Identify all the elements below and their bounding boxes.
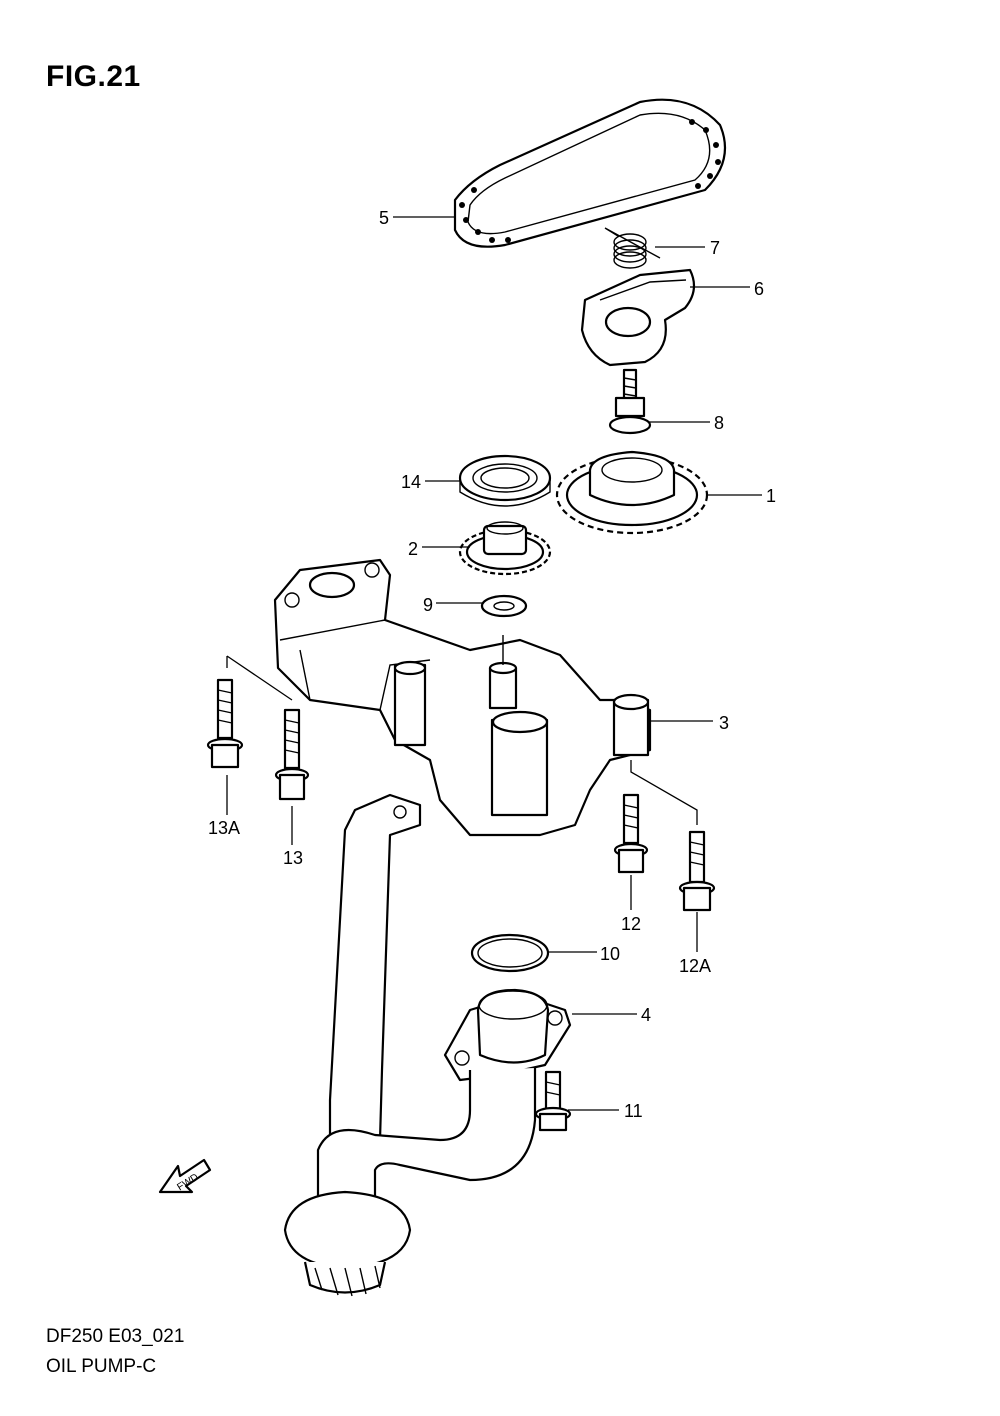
callout-14: 14 (401, 472, 422, 492)
bolt-12 (613, 793, 649, 874)
callout-6: 6 (754, 279, 765, 299)
oil-pump-body (273, 558, 652, 837)
o-ring (470, 933, 550, 973)
bolt-13 (274, 708, 310, 801)
callout-11: 11 (624, 1101, 643, 1121)
callout-8: 8 (714, 413, 725, 433)
bolt-12a (678, 830, 716, 912)
callout-1: 1 (766, 486, 777, 506)
bearing (458, 454, 552, 507)
fwd-arrow-icon: FWD (158, 1158, 212, 1193)
bolt-13a (206, 678, 244, 769)
callout-12: 12 (621, 914, 642, 934)
callout-12A: 12A (679, 956, 712, 976)
callout-4: 4 (641, 1005, 652, 1025)
callout-13: 13 (283, 848, 304, 868)
callout-7: 7 (710, 238, 721, 258)
callout-2: 2 (408, 539, 419, 559)
tensioner-bolt (608, 368, 652, 435)
pump-sprocket (458, 521, 552, 576)
figure-title: FIG.21 (46, 60, 141, 93)
chain-tensioner-arm (580, 268, 696, 367)
flange-bolt-11 (534, 1070, 572, 1132)
leader-lines (226, 216, 762, 1111)
oil-strainer (283, 793, 572, 1297)
diagram-code: DF250 E03_021 (46, 1326, 185, 1347)
tensioner-spring (604, 227, 661, 269)
callout-13A: 13A (208, 818, 241, 838)
diagram-name: OIL PUMP-C (46, 1356, 157, 1377)
callout-9: 9 (423, 595, 434, 615)
drive-sprocket (555, 450, 709, 535)
callout-10: 10 (600, 944, 621, 964)
washer (480, 594, 528, 618)
timing-chain (453, 98, 727, 248)
callout-3: 3 (719, 713, 730, 733)
callout-5: 5 (379, 208, 390, 228)
